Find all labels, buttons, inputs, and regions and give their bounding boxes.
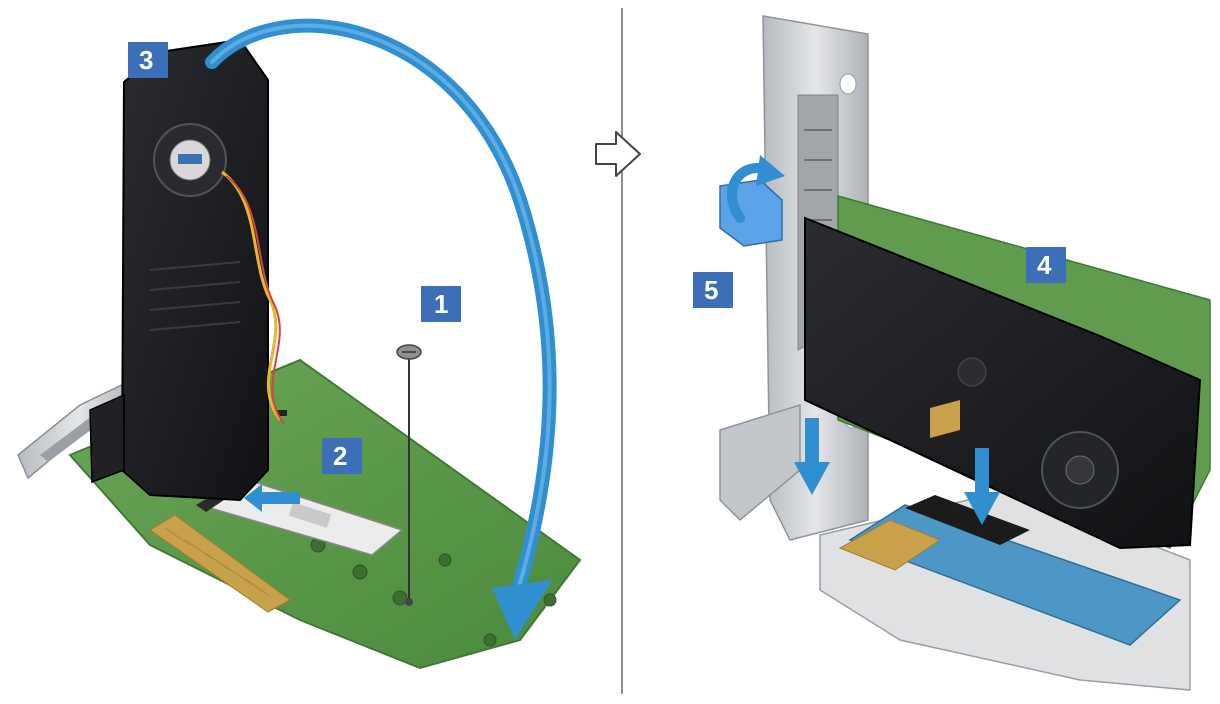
callout-1: 1 (421, 286, 461, 322)
callout-3: 3 (128, 42, 168, 78)
insert-down-arrow-right-icon (964, 448, 1000, 525)
left-panel-m2-carrier: 3 1 2 (17, 18, 582, 670)
svg-text:4: 4 (1037, 250, 1052, 280)
fan (153, 123, 227, 197)
svg-text:2: 2 (333, 441, 347, 471)
callout-2: 2 (322, 438, 362, 474)
riser-board (838, 495, 1182, 646)
svg-text:5: 5 (704, 275, 718, 305)
shroud-rotation-arrow-icon (205, 18, 557, 640)
m2-screw (396, 344, 422, 606)
right-panel-riser-install: 5 4 (693, 15, 1211, 691)
fan-shroud (89, 38, 285, 502)
step-transition-arrow-icon (595, 131, 641, 177)
svg-text:3: 3 (139, 45, 153, 75)
graphics-card (804, 195, 1211, 550)
pcie-x16-slot (905, 495, 1030, 545)
callout-4: 4 (1026, 247, 1066, 283)
fan-cable (221, 170, 282, 421)
latch-rotation-arrow-icon (726, 155, 785, 223)
slide-in-arrow-icon (244, 484, 300, 512)
callout-5: 5 (693, 272, 733, 308)
svg-text:1: 1 (434, 289, 448, 319)
insert-down-arrow-left-icon (794, 418, 830, 495)
